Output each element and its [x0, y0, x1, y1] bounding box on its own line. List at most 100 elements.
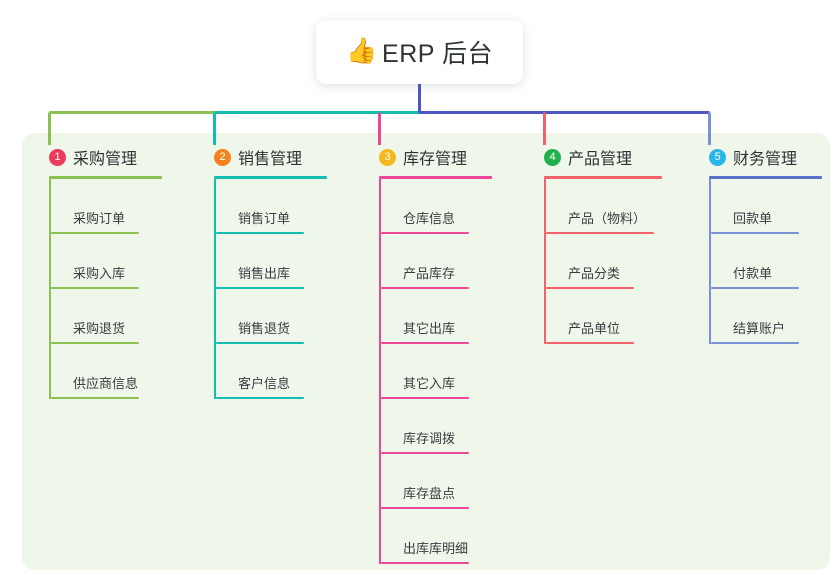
branch-underline: [709, 176, 822, 179]
branch-title: 采购管理: [73, 151, 138, 168]
branch-spine: [709, 179, 711, 344]
branch-spine: [379, 179, 381, 564]
branch-item-underline: [381, 507, 469, 509]
branch-item[interactable]: 产品库存: [381, 234, 516, 289]
branch-underline: [379, 176, 492, 179]
branch-header-1[interactable]: 1 采购管理: [36, 145, 186, 169]
branch-item-label: 产品（物料）: [568, 211, 647, 226]
branch-header-5[interactable]: 5 财务管理: [696, 145, 839, 169]
branch-item-label: 其它入库: [403, 376, 456, 391]
branch-item-underline: [51, 342, 139, 344]
branch-item[interactable]: 其它入库: [381, 344, 516, 399]
branch-item[interactable]: 库存盘点: [381, 454, 516, 509]
branch-item[interactable]: 客户信息: [216, 344, 351, 399]
branch-badge-icon: 4: [544, 148, 561, 166]
branch-item-underline: [381, 452, 469, 454]
branch-underline: [49, 176, 162, 179]
branch-item-label: 产品分类: [568, 266, 621, 281]
branch-badge-icon: 5: [709, 148, 726, 166]
branch-spine: [49, 179, 51, 399]
branch-item[interactable]: 出库库明细: [381, 509, 516, 564]
branch-items: 产品（物料） 产品分类产品单位: [544, 179, 681, 344]
branch-column-3: 3 库存管理仓库信息产品库存其它出库其它入库库存调拨库存盘点出库库明细: [366, 145, 516, 564]
branch-item-label: 回款单: [733, 211, 773, 226]
branch-title: 产品管理: [568, 151, 633, 168]
branch-item-underline: [51, 287, 139, 289]
branch-item[interactable]: 销售出库: [216, 234, 351, 289]
branch-title: 财务管理: [733, 151, 798, 168]
branch-item-underline: [216, 342, 304, 344]
branch-item-underline: [51, 232, 139, 234]
branch-item-underline: [216, 287, 304, 289]
branch-item-underline: [381, 562, 469, 564]
branch-item[interactable]: 采购订单: [51, 179, 186, 234]
branch-item-label: 客户信息: [238, 376, 291, 391]
branch-item[interactable]: 付款单: [711, 234, 839, 289]
branch-item[interactable]: 库存调拨: [381, 399, 516, 454]
branch-header-4[interactable]: 4 产品管理: [531, 145, 681, 169]
thumbs-up-icon: 👍: [346, 36, 378, 65]
branch-badge-icon: 2: [214, 148, 231, 166]
branch-item-label: 采购订单: [73, 211, 126, 226]
branch-spine: [214, 179, 216, 399]
branch-item-label: 销售订单: [238, 211, 291, 226]
branch-title: 库存管理: [403, 151, 468, 168]
branch-item[interactable]: 其它出库: [381, 289, 516, 344]
branch-item-underline: [546, 287, 634, 289]
branch-item-underline: [711, 287, 799, 289]
branch-title: 销售管理: [238, 151, 303, 168]
branch-item-label: 产品单位: [568, 321, 621, 336]
branch-underline: [544, 176, 662, 179]
branch-column-2: 2 销售管理销售订单销售出库销售退货客户信息: [201, 145, 351, 399]
branches-panel: [22, 133, 830, 570]
branch-item-label: 销售退货: [238, 321, 291, 336]
branch-item-label: 库存调拨: [403, 431, 456, 446]
branch-item-underline: [381, 287, 469, 289]
branch-item[interactable]: 供应商信息: [51, 344, 186, 399]
branch-column-4: 4 产品管理产品（物料） 产品分类产品单位: [531, 145, 681, 344]
branch-item-label: 采购入库: [73, 266, 126, 281]
branch-item[interactable]: 仓库信息: [381, 179, 516, 234]
branch-header-3[interactable]: 3 库存管理: [366, 145, 516, 169]
branch-item[interactable]: 回款单: [711, 179, 839, 234]
branch-badge-icon: 1: [49, 148, 66, 166]
branch-items: 销售订单销售出库销售退货客户信息: [214, 179, 351, 399]
branch-item[interactable]: 结算账户: [711, 289, 839, 344]
branch-column-5: 5 财务管理回款单付款单结算账户: [696, 145, 839, 344]
branch-items: 采购订单采购入库采购退货供应商信息: [49, 179, 186, 399]
branch-item-label: 产品库存: [403, 266, 456, 281]
branch-column-1: 1 采购管理采购订单采购入库采购退货供应商信息: [36, 145, 186, 399]
branch-spine: [544, 179, 546, 344]
branch-item-underline: [381, 232, 469, 234]
branch-item[interactable]: 销售订单: [216, 179, 351, 234]
branch-item-label: 库存盘点: [403, 486, 456, 501]
root-node[interactable]: 👍 ERP 后台: [316, 20, 523, 84]
branch-item-underline: [546, 232, 654, 234]
branch-item-label: 供应商信息: [73, 376, 139, 391]
branch-item-underline: [216, 397, 304, 399]
root-title: ERP 后台: [382, 40, 493, 68]
branch-badge-icon: 3: [379, 148, 396, 166]
branch-item[interactable]: 销售退货: [216, 289, 351, 344]
branch-item-label: 出库库明细: [403, 541, 469, 556]
branch-header-2[interactable]: 2 销售管理: [201, 145, 351, 169]
branch-item-label: 付款单: [733, 266, 773, 281]
branch-item-label: 仓库信息: [403, 211, 456, 226]
branch-item-underline: [381, 397, 469, 399]
branch-item[interactable]: 采购入库: [51, 234, 186, 289]
branch-item[interactable]: 产品（物料）: [546, 179, 681, 234]
branch-item-underline: [546, 342, 634, 344]
branch-item-label: 采购退货: [73, 321, 126, 336]
branch-item-underline: [711, 342, 799, 344]
branch-item-underline: [381, 342, 469, 344]
branch-item-label: 其它出库: [403, 321, 456, 336]
branch-items: 回款单付款单结算账户: [709, 179, 839, 344]
branch-item-underline: [711, 232, 799, 234]
branch-item[interactable]: 产品单位: [546, 289, 681, 344]
branch-item-label: 结算账户: [733, 321, 786, 336]
branch-underline: [214, 176, 327, 179]
branch-item[interactable]: 产品分类: [546, 234, 681, 289]
branch-item[interactable]: 采购退货: [51, 289, 186, 344]
branch-item-underline: [51, 397, 139, 399]
